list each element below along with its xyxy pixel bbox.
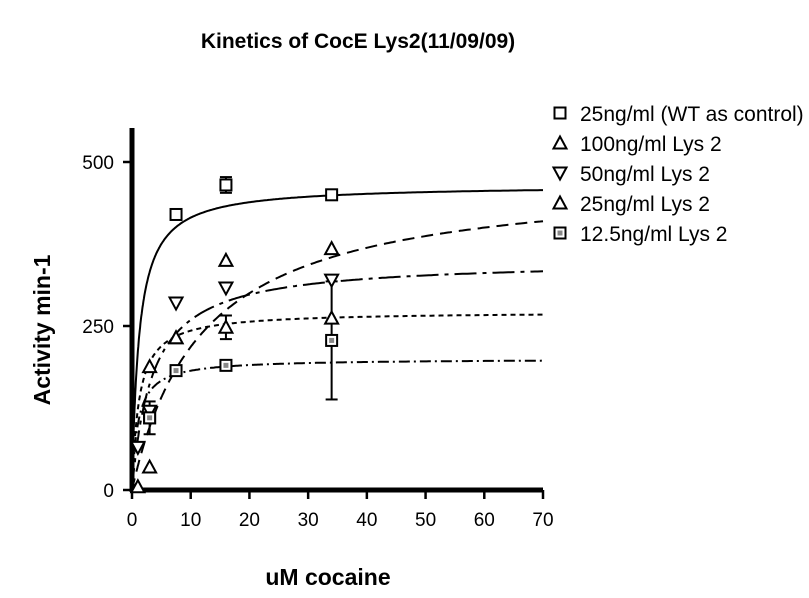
data-point-series-4 [167, 329, 185, 345]
data-point-series-5 [169, 364, 183, 378]
data-point-series-3 [323, 273, 340, 289]
data-point-series-2 [141, 458, 158, 474]
data-point-series-1 [219, 178, 233, 192]
chart-title: Kinetics of CocE Lys2(11/09/09) [201, 30, 515, 53]
x-tick-label: 60 [474, 510, 495, 531]
x-tick-label: 70 [532, 510, 553, 531]
data-point-series-1-shape [325, 188, 339, 202]
legend-entry-3: 50ng/ml Lys 2 [580, 163, 710, 186]
data-point-series-5 [143, 411, 157, 425]
axes: 0 10 20 30 40 50 60 70 0 250 500 [82, 128, 554, 531]
legend-entry-1: 25ng/ml (WT as control) [580, 103, 804, 126]
x-tick-label: 10 [180, 510, 201, 531]
fit-curve-series-1 [131, 189, 543, 490]
x-tick-label: 20 [239, 510, 260, 531]
legend-marker-1-shape [553, 106, 567, 120]
data-markers [129, 178, 340, 494]
data-point-series-5-fill [173, 368, 179, 374]
legend-entry-4: 25ng/ml Lys 2 [580, 193, 710, 216]
legend-entry-5: 12.5ng/ml Lys 2 [580, 223, 727, 246]
data-point-series-1-shape [219, 178, 233, 192]
data-point-series-5 [219, 358, 233, 372]
fit-curve-series-5 [131, 359, 544, 490]
legend: 25ng/ml (WT as control) 100ng/ml Lys 2 50n… [551, 103, 804, 246]
x-axis-label: uM cocaine [265, 564, 390, 590]
x-tick-label: 0 [127, 510, 138, 531]
fit-curve-series-4 [131, 313, 543, 490]
data-point-series-5 [325, 333, 339, 347]
data-point-series-2 [217, 251, 235, 267]
data-point-series-3 [167, 296, 185, 312]
data-point-series-3 [217, 281, 235, 297]
data-point-series-4 [141, 358, 158, 374]
data-point-series-5-fill [223, 362, 229, 368]
y-tick-label: 500 [82, 153, 114, 174]
y-tick-label: 0 [103, 481, 114, 502]
legend-marker-4 [551, 194, 569, 210]
x-tick-label: 30 [298, 510, 319, 531]
data-point-series-5-fill [329, 337, 335, 343]
fit-curve-series-2 [131, 220, 544, 491]
legend-entry-2: 100ng/ml Lys 2 [580, 133, 722, 156]
data-point-series-1 [169, 207, 183, 221]
x-tick-label: 50 [415, 510, 436, 531]
data-point-series-3 [129, 440, 147, 456]
data-point-series-2 [323, 239, 340, 256]
data-point-series-2 [129, 478, 147, 494]
data-point-series-4 [217, 318, 235, 334]
y-tick-label: 250 [82, 317, 114, 338]
data-point-series-5-fill [147, 415, 153, 421]
fit-curve-series-3 [131, 270, 544, 490]
legend-marker-5 [553, 226, 567, 240]
x-tick-label: 40 [356, 510, 377, 531]
y-axis-label: Activity min-1 [29, 254, 55, 405]
legend-marker-2 [551, 134, 569, 150]
legend-marker-1 [553, 106, 567, 120]
data-point-series-1 [325, 188, 339, 202]
legend-marker-5-fill [557, 230, 563, 236]
legend-marker-3 [551, 166, 569, 182]
data-point-series-1-shape [169, 207, 183, 221]
data-point-series-4 [323, 309, 340, 325]
